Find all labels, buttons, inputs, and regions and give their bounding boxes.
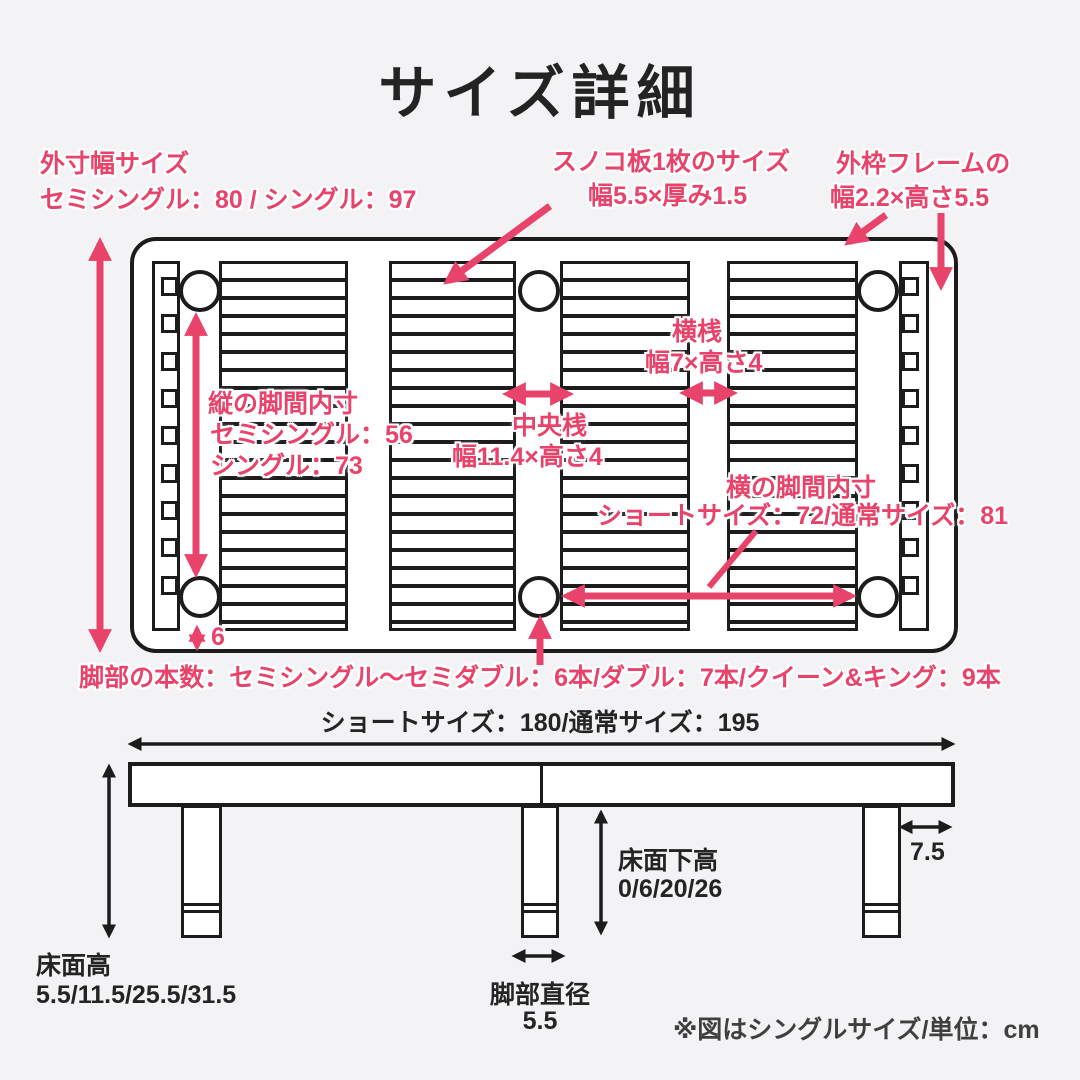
- slat-notch: [161, 389, 178, 408]
- slat-notch: [902, 501, 919, 520]
- under-height-values: 0/6/20/26: [618, 875, 723, 903]
- center-rail-values: 幅11.4×高さ4: [452, 443, 603, 471]
- slat-notch: [161, 277, 178, 296]
- leg-count-text: 脚部の本数：セミシングル〜セミダブル：6本/ダブル：7本/クイーン&キング：9本: [79, 664, 1001, 692]
- leg-joint-line: [865, 910, 898, 913]
- bed-leg-circle: [857, 270, 899, 312]
- floor-height-values: 5.5/11.5/25.5/31.5: [36, 981, 237, 1009]
- leg-diameter-value: 5.5: [522, 1007, 558, 1035]
- slat-column: [563, 264, 687, 628]
- cross-rail-1: [345, 261, 392, 631]
- slat-notch: [161, 464, 178, 483]
- outer-width-values: セミシングル：80 / シングル：97: [40, 186, 417, 214]
- leg-joint-line: [184, 910, 219, 913]
- slat-size-values: 幅5.5×厚み1.5: [588, 182, 748, 210]
- slat-notch: [161, 314, 178, 333]
- leg-joint-line: [184, 903, 219, 906]
- slat-notch: [161, 501, 178, 520]
- slat-notch: [902, 389, 919, 408]
- slat-column: [222, 264, 345, 628]
- bed-leg-circle: [518, 270, 560, 312]
- leg-diameter-title: 脚部直径: [489, 981, 590, 1009]
- frame-size-values: 幅2.2×高さ5.5: [830, 184, 990, 212]
- floor-height-title: 床面高: [36, 952, 112, 980]
- vertical-span-value2: シングル：73: [210, 452, 363, 480]
- bed-leg-circle: [179, 270, 221, 312]
- cross-rail-values: 幅7×高さ4: [645, 349, 763, 377]
- bed-leg-circle: [518, 576, 560, 618]
- slat-column: [392, 264, 513, 628]
- vertical-span-title: 縦の脚間内寸: [208, 390, 359, 418]
- center-rail: [513, 261, 563, 631]
- slat-notch: [161, 352, 178, 371]
- slat-notch: [902, 538, 919, 557]
- right-leg-rail: [855, 261, 902, 631]
- side-leg: [862, 805, 901, 938]
- slat-notch: [902, 314, 919, 333]
- horizontal-span-values: ショートサイズ：72/通常サイズ：81: [597, 502, 1009, 530]
- outer-width-title: 外寸幅サイズ: [40, 150, 190, 178]
- leg-joint-line: [524, 903, 556, 906]
- side-leg: [181, 805, 222, 938]
- slat-notch: [161, 576, 178, 595]
- slat-notch: [902, 576, 919, 595]
- slat-column: [730, 264, 855, 628]
- length-values: ショートサイズ：180/通常サイズ：195: [320, 709, 760, 737]
- cross-rail-2: [687, 261, 730, 631]
- slat-size-title: スノコ板1枚のサイズ: [552, 148, 791, 176]
- horizontal-span-title: 横の脚間内寸: [726, 474, 877, 502]
- frame-gap-value: 6: [211, 623, 225, 651]
- slat-notch: [902, 277, 919, 296]
- side-leg: [521, 805, 559, 938]
- under-height-title: 床面下高: [618, 847, 719, 875]
- slat-notch: [902, 426, 919, 445]
- diagram-note: ※図はシングルサイズ/単位：cm: [673, 1016, 1040, 1044]
- side-frame-divider: [540, 766, 543, 803]
- bed-leg-circle: [179, 576, 221, 618]
- page-title: サイズ詳細: [378, 61, 702, 126]
- slat-notch: [161, 538, 178, 557]
- slat-notch: [902, 352, 919, 371]
- leg-offset-value: 7.5: [910, 838, 945, 866]
- slat-notch: [161, 426, 178, 445]
- leg-joint-line: [524, 910, 556, 913]
- cross-rail-title: 横桟: [672, 318, 723, 346]
- leg-joint-line: [865, 903, 898, 906]
- vertical-span-value1: セミシングル：56: [210, 421, 413, 449]
- frame-size-title: 外枠フレームの: [836, 150, 1011, 178]
- bed-leg-circle: [857, 576, 899, 618]
- slat-notch: [902, 464, 919, 483]
- center-rail-title: 中央桟: [512, 412, 588, 440]
